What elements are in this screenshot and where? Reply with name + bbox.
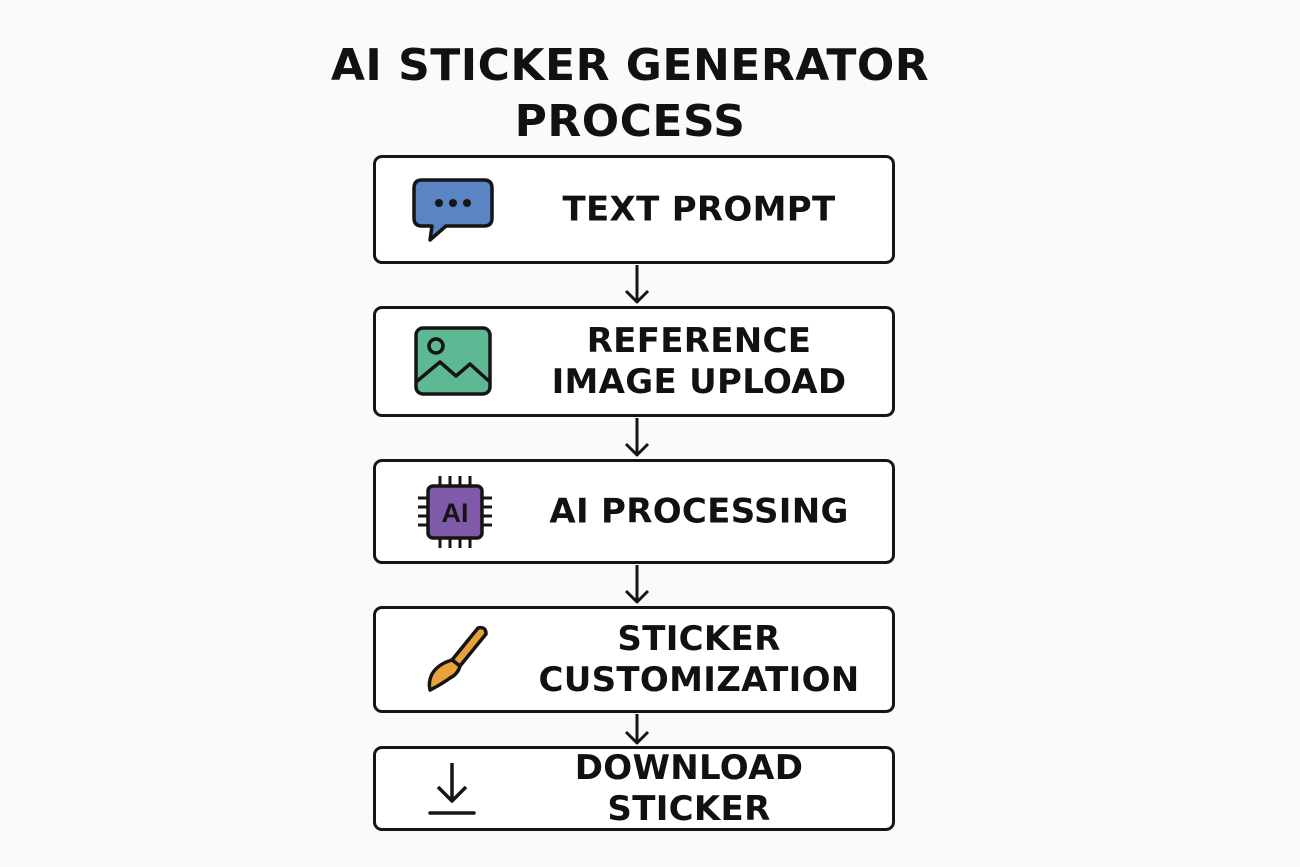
step-label: AI PROCESSING bbox=[549, 491, 849, 531]
download-icon bbox=[412, 751, 496, 827]
flow-arrow bbox=[619, 564, 655, 606]
image-icon bbox=[412, 324, 496, 400]
step-label-line-2: IMAGE UPLOAD bbox=[551, 361, 847, 402]
diagram-title-line-2: PROCESS bbox=[514, 96, 746, 147]
step-label: DOWNLOAD STICKER bbox=[574, 747, 804, 829]
flow-arrow bbox=[619, 713, 655, 746]
step-reference-image-upload: REFERENCE IMAGE UPLOAD bbox=[373, 306, 895, 417]
step-ai-processing: AI AI PROCESSING bbox=[373, 459, 895, 564]
step-label-line-1: STICKER bbox=[617, 618, 781, 659]
ai-chip-icon: AI bbox=[412, 474, 496, 550]
step-text-prompt: TEXT PROMPT bbox=[373, 155, 895, 264]
ai-chip-text: AI bbox=[442, 498, 469, 528]
flow-arrow bbox=[619, 264, 655, 306]
step-label: REFERENCE IMAGE UPLOAD bbox=[516, 321, 882, 403]
diagram-title-line-1: AI STICKER GENERATOR bbox=[330, 40, 930, 91]
step-download-sticker: DOWNLOAD STICKER bbox=[373, 746, 895, 831]
step-sticker-customization: STICKER CUSTOMIZATION bbox=[373, 606, 895, 713]
step-label-line-2: CUSTOMIZATION bbox=[538, 659, 860, 700]
paintbrush-icon bbox=[412, 622, 496, 698]
step-label: TEXT PROMPT bbox=[562, 189, 836, 229]
step-label-line-1: REFERENCE bbox=[586, 320, 812, 361]
flow-arrow bbox=[619, 417, 655, 459]
chat-bubble-icon bbox=[412, 172, 496, 248]
step-label: STICKER CUSTOMIZATION bbox=[516, 619, 882, 701]
